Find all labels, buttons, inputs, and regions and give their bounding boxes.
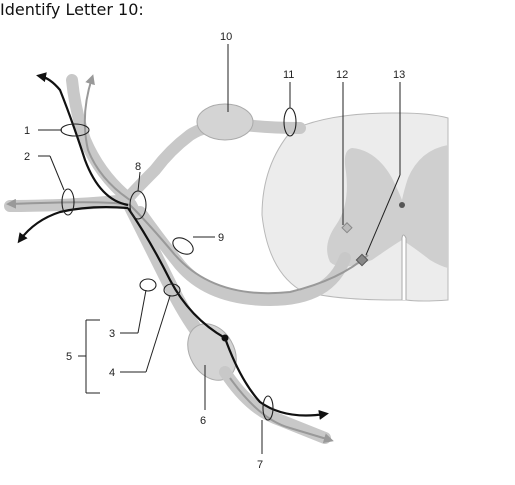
motor-neuron-marker (355, 253, 369, 267)
label-10: 10 (220, 31, 232, 43)
dorsal-root-ganglion (196, 103, 254, 141)
sensory-fiber-upper (83, 74, 131, 201)
label-5: 5 (66, 351, 72, 363)
sensory-neuron-marker (341, 222, 353, 234)
leader-lines (38, 44, 401, 454)
central-canal (399, 202, 405, 208)
label-9: 9 (218, 232, 224, 244)
motor-fiber-down (127, 207, 226, 339)
label-4: 4 (109, 367, 115, 379)
label-6: 6 (200, 415, 206, 427)
label-3: 3 (109, 328, 115, 340)
label-8: 8 (135, 161, 141, 173)
ventral-ramus (4, 194, 134, 212)
motor-fiber-upper (36, 72, 129, 207)
anterior-median-fissure (401, 234, 407, 300)
sensory-fiber-path (6, 198, 369, 295)
label-1: 1 (24, 125, 30, 137)
label-13: 13 (393, 69, 405, 81)
spinal-cord-gray-matter (327, 145, 448, 268)
question-prompt: Identify Letter 10: (0, 0, 144, 19)
motor-fiber-postganglionic (223, 337, 329, 420)
sensory-fiber-lower (229, 377, 334, 444)
splanchnic-nerve (219, 366, 331, 444)
label-12: 12 (336, 69, 348, 81)
label-2: 2 (24, 151, 30, 163)
dorsal-root (122, 118, 306, 204)
motor-fiber-left (17, 206, 129, 244)
label-11: 11 (283, 69, 294, 81)
ventral-root (134, 206, 351, 307)
dorsal-ramus (66, 74, 134, 204)
label-7: 7 (257, 459, 263, 471)
